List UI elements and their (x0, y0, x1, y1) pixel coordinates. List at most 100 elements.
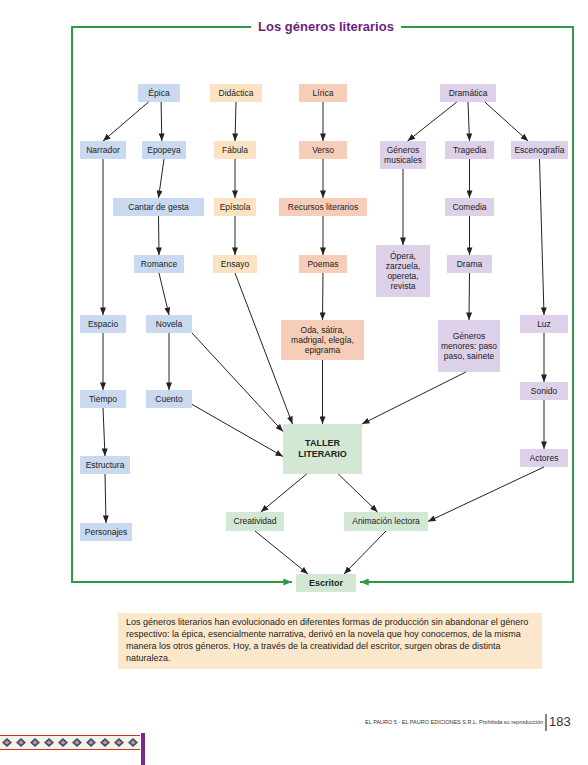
genre-box: Épica (138, 84, 180, 102)
connector-arrow (540, 159, 545, 315)
genre-box: Cantar de gesta (113, 198, 204, 216)
genre-box: Actores (520, 449, 568, 467)
genre-box: Novela (146, 315, 192, 333)
box-text: Géneros menores: paso paso, sainete (440, 331, 498, 361)
box-text: Lírica (313, 88, 334, 98)
genre-box: Recursos literarios (279, 198, 367, 216)
connector-arrow (323, 102, 324, 141)
frame-line (72, 27, 326, 582)
connector-arrow (344, 531, 386, 574)
connector-arrow (105, 474, 106, 523)
connector-arrow (322, 360, 323, 424)
genre-box: Escritor (296, 574, 356, 592)
box-text: Poemas (307, 259, 338, 269)
box-text: Escenografía (514, 145, 564, 155)
box-text: Tragedia (453, 145, 486, 155)
genre-box: Comedia (445, 198, 494, 216)
connector-arrow (192, 404, 283, 456)
genre-box: Tiempo (80, 390, 126, 408)
connector-arrow (255, 531, 308, 574)
box-text: Narrador (86, 145, 120, 155)
genre-box: Escenografía (511, 141, 568, 159)
connector-arrow (235, 159, 236, 198)
connector-arrow (159, 159, 165, 198)
box-text: Cantar de gesta (128, 202, 188, 212)
genre-box: Dramática (440, 84, 496, 102)
genre-box: Didáctica (210, 84, 262, 102)
connector-arrow (469, 159, 470, 198)
box-text: Comedia (452, 202, 486, 212)
box-text: Recursos literarios (288, 202, 358, 212)
connector-arrow (338, 474, 377, 512)
genre-box: Cuento (146, 390, 192, 408)
diagram-title: Los géneros literarios (251, 19, 401, 35)
box-text: Epístola (220, 202, 251, 212)
connector-arrow (322, 273, 324, 320)
connector-arrow (261, 474, 307, 512)
connector-arrow (403, 169, 404, 245)
connector-arrow (103, 159, 104, 315)
box-text: Ópera, zarzuela, opereta, revista (378, 251, 428, 291)
box-text: Cuento (155, 394, 182, 404)
connector-arrow (103, 102, 149, 141)
caption-box: Los géneros literarios han evolucionado … (118, 613, 542, 669)
connector-arrow (103, 408, 105, 456)
genre-box: Romance (134, 255, 184, 273)
genre-box: Lírica (299, 84, 347, 102)
box-text: Dramática (449, 88, 488, 98)
genre-box: Luz (520, 315, 568, 333)
connector-arrow (362, 372, 466, 424)
box-text: Fábula (222, 145, 248, 155)
genre-box: Animación lectora (344, 512, 428, 531)
box-text: Actores (530, 453, 559, 463)
genre-box: Ópera, zarzuela, opereta, revista (376, 245, 430, 297)
strip-border (0, 749, 140, 750)
box-text: Géneros musicales (382, 145, 424, 165)
strip-border (0, 735, 140, 736)
connector-arrow (169, 333, 170, 390)
box-text: Ensayo (221, 259, 249, 269)
genre-box: Estructura (80, 456, 130, 474)
box-text: Luz (537, 319, 551, 329)
genre-box: Verso (299, 141, 347, 159)
genre-box: Poemas (299, 255, 347, 273)
box-text: Creatividad (234, 516, 277, 526)
box-text: Animación lectora (352, 516, 420, 526)
box-text: Oda, sátira, madrigal, elegía, epigrama (283, 325, 362, 355)
box-text: Tiempo (89, 394, 117, 404)
box-text: Escritor (309, 578, 343, 589)
genre-box: Espacio (80, 315, 126, 333)
genre-box: Géneros menores: paso paso, sainete (438, 320, 500, 372)
connector-arrow (544, 333, 545, 382)
box-text: Épica (148, 88, 169, 98)
box-text: TALLER LITERARIO (285, 438, 360, 459)
box-text: Espacio (88, 319, 118, 329)
connector-arrow (469, 216, 470, 255)
connector-arrow (323, 216, 324, 255)
box-text: Personajes (85, 527, 128, 537)
connector-arrow (235, 102, 236, 141)
genre-box: Personajes (80, 523, 132, 541)
connector-arrow (469, 273, 471, 320)
box-text: Romance (141, 259, 177, 269)
genre-box: Drama (447, 255, 492, 273)
genre-box: TALLER LITERARIO (283, 424, 362, 474)
box-text: Epopeya (147, 145, 181, 155)
box-text: Estructura (86, 460, 125, 470)
genre-box: Creatividad (226, 512, 284, 531)
genre-box: Ensayo (213, 255, 257, 273)
purple-bar (141, 733, 145, 765)
genre-box: Sonido (520, 382, 568, 400)
page-number: 183 (549, 714, 571, 729)
box-text: Drama (457, 259, 483, 269)
frame-line (326, 27, 573, 582)
connector-arrow (158, 216, 160, 255)
genre-box: Epístola (214, 198, 256, 216)
connector-arrow (159, 273, 169, 315)
genre-box: Oda, sátira, madrigal, elegía, epigrama (281, 320, 364, 360)
genre-box: Narrador (80, 141, 126, 159)
connector-arrow (235, 216, 236, 255)
genre-box: Géneros musicales (380, 141, 426, 169)
connector-arrow (323, 159, 324, 198)
